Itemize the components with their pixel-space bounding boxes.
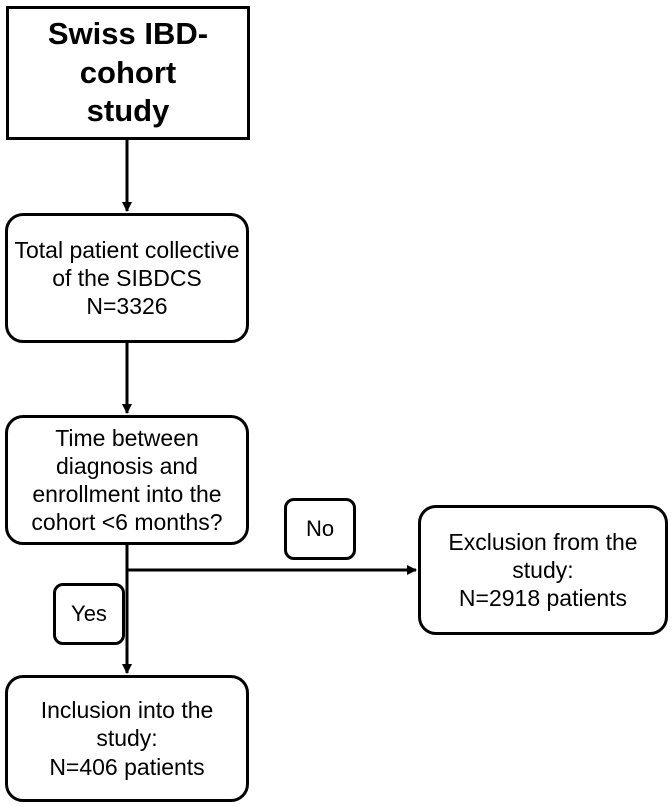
- decision-text: Time between diagnosis and enrollment in…: [31, 424, 223, 536]
- exclusion-text: Exclusion from the study: N=2918 patient…: [448, 528, 638, 612]
- inclusion-text: Inclusion into the study: N=406 patients: [40, 697, 214, 780]
- total-collective-text: Total patient collective of the SIBDCS N…: [14, 236, 240, 320]
- yes-label-text: Yes: [71, 600, 107, 626]
- decision-box: Time between diagnosis and enrollment in…: [5, 415, 249, 545]
- exclusion-box: Exclusion from the study: N=2918 patient…: [418, 505, 668, 635]
- no-label-text: No: [305, 515, 335, 541]
- yes-label-box: Yes: [53, 583, 125, 645]
- title-box: Swiss IBD-cohort study: [6, 6, 250, 140]
- no-label-box: No: [284, 498, 356, 560]
- title-text: Swiss IBD-cohort study: [47, 15, 209, 129]
- total-collective-box: Total patient collective of the SIBDCS N…: [5, 213, 249, 343]
- inclusion-box: Inclusion into the study: N=406 patients: [5, 675, 249, 802]
